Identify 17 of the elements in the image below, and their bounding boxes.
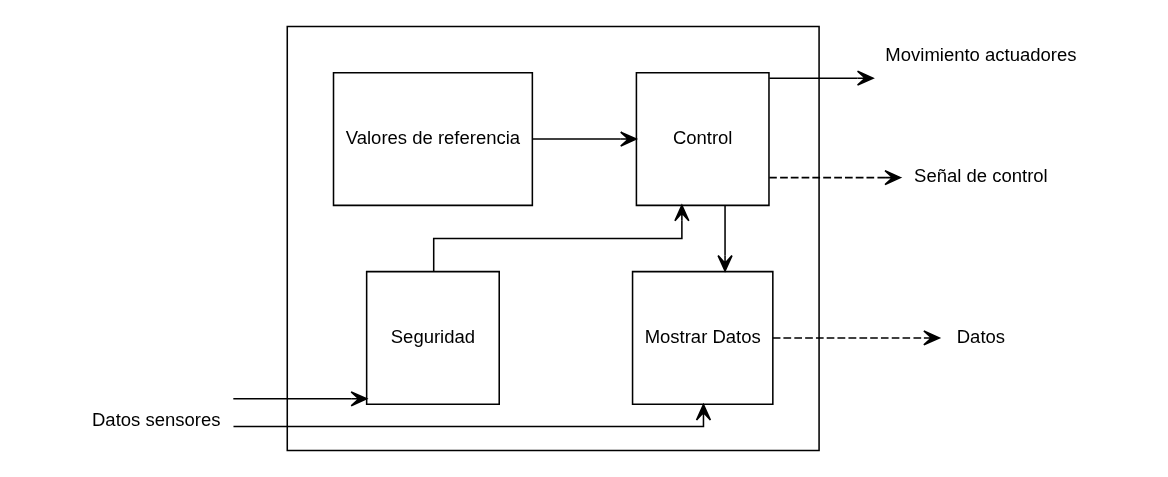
cluster	[286, 25, 820, 452]
node-text: Datos sensores	[92, 408, 221, 430]
node-box: Mostrar Datos	[631, 270, 774, 405]
node-text: Datos	[956, 325, 1006, 347]
arrow	[717, 205, 733, 272]
arrow	[768, 70, 874, 86]
node-text: Señal de control	[914, 165, 1048, 187]
arrow	[768, 169, 902, 186]
arrow	[772, 330, 941, 346]
node-box: Control	[635, 72, 770, 207]
node-text: Movimiento actuadores	[885, 43, 1077, 65]
arrow	[432, 204, 690, 273]
node-box: Valores de referencia	[332, 72, 534, 207]
arrow	[232, 403, 712, 428]
arrow	[232, 391, 368, 407]
node-box: Seguridad	[365, 270, 500, 405]
arrow	[531, 131, 637, 147]
